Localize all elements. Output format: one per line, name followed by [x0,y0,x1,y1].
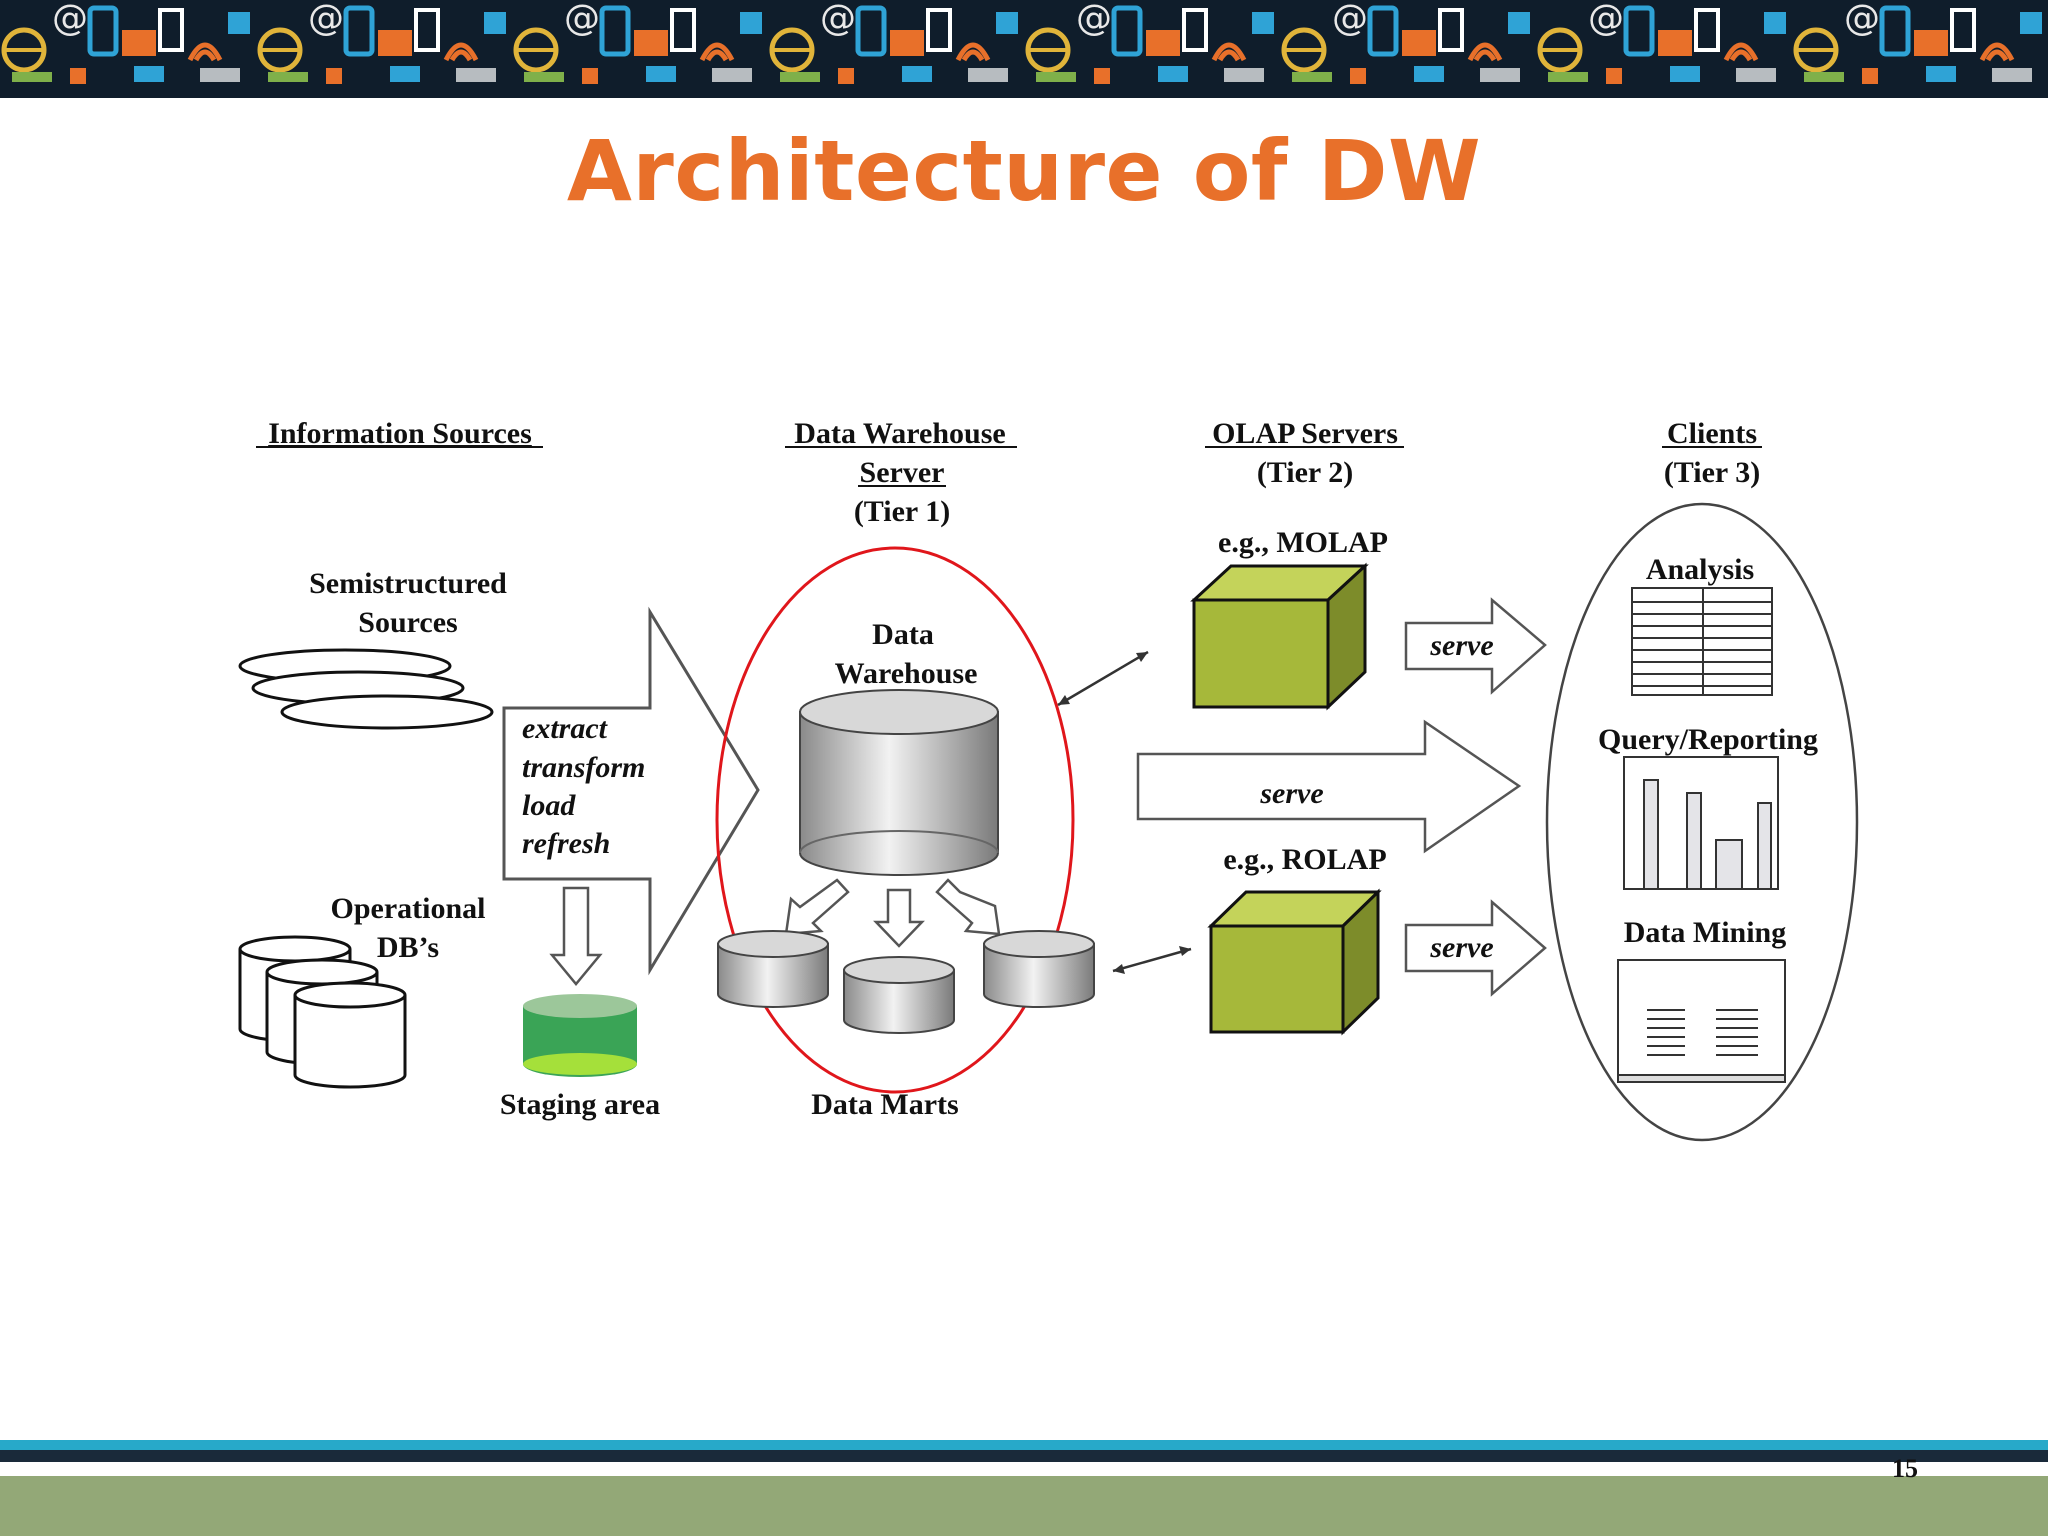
query-reporting-bar-chart-icon [1623,756,1779,890]
serve-arrow-rolap [1404,899,1547,997]
semistructured-sources-icon [238,648,494,730]
staging-area-label: Staging area [500,1088,660,1121]
decorative-icon-banner: @ [0,0,2048,88]
etl-extract: extract [522,712,609,745]
footer-dark-stripe [0,1450,2048,1462]
data-marts-label: Data Marts [811,1088,958,1121]
header-dw-server-line3: (Tier 1) [854,495,950,528]
header-dw-server-line2: Server [860,456,945,489]
header-dw-server-line1: Data Warehouse [794,417,1005,450]
etl-arrow [502,606,760,976]
data-mart-icon [717,930,829,1008]
header-olap-line2: (Tier 2) [1257,456,1353,489]
serve-label-rolap: serve [1429,931,1493,964]
semistructured-label-line1: Semistructured [309,567,507,600]
data-mart-icon [983,930,1095,1008]
molap-label: e.g., MOLAP [1218,526,1388,559]
page-number: 15 [1892,1454,1918,1483]
tier1-highlight-ellipse [715,546,1075,1094]
molap-cube-icon [1190,562,1369,711]
rolap-cube-icon [1207,888,1382,1036]
dw-molap-double-arrow [1057,650,1149,707]
staging-down-arrow [549,886,603,986]
tech-icons-pattern: @ [0,0,2048,88]
staging-area-icon [523,994,637,1077]
dw-to-marts-arrows [784,878,1001,948]
header-information-sources: Information Sources [268,417,532,450]
header-clients-line1: Clients [1667,417,1757,450]
operational-db-icon [238,935,407,1089]
semistructured-label-line2: Sources [358,606,457,639]
data-mart-icon [843,956,955,1034]
arrowhead [1058,695,1070,705]
marts-rolap-double-arrow [1112,947,1192,973]
clients-ellipse [1545,502,1859,1142]
query-reporting-label: Query/Reporting [1598,723,1818,756]
serve-label-dw: serve [1259,777,1323,810]
arrowhead [1113,964,1125,974]
serve-label-molap: serve [1429,629,1493,662]
header-olap-line1: OLAP Servers [1212,417,1398,450]
operational-label-line2: DB’s [377,931,439,964]
banner-divider [0,88,2048,110]
data-warehouse-cylinder-icon [799,689,999,876]
serve-arrow-dw [1136,719,1522,854]
operational-label-line1: Operational [331,892,486,925]
etl-load: load [522,789,576,822]
etl-transform: transform [522,751,645,784]
footer-cyan-stripe [0,1440,2048,1450]
data-mining-label: Data Mining [1624,916,1787,949]
data-warehouse-label-line2: Warehouse [835,657,978,690]
slide-title: Architecture of DW [566,122,1482,220]
header-clients-line2: (Tier 3) [1664,456,1760,489]
arrowhead [1136,652,1148,662]
data-mining-document-icon [1617,959,1786,1083]
analysis-spreadsheet-icon [1631,587,1773,696]
data-warehouse-label-line1: Data [872,618,934,651]
rolap-label: e.g., ROLAP [1223,843,1386,876]
footer-green-band [0,1476,2048,1536]
arrowhead [1179,946,1191,956]
analysis-label: Analysis [1646,553,1754,586]
etl-refresh: refresh [522,827,610,860]
serve-arrow-molap [1404,597,1547,695]
